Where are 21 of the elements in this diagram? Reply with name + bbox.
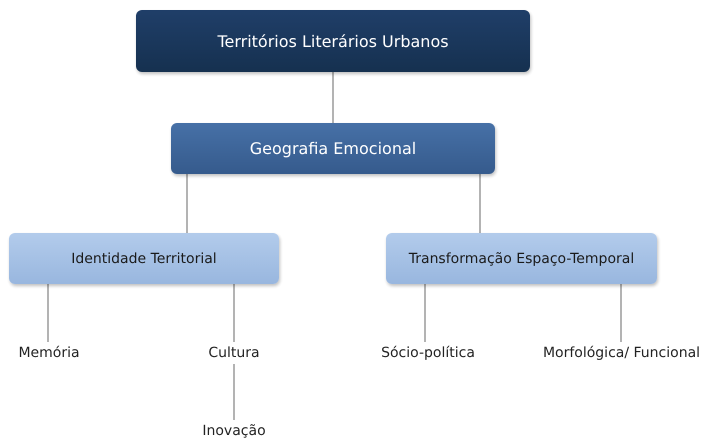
connector-line [479,174,481,233]
node-label: Memória [18,345,80,361]
node-label: Sócio-política [381,345,475,361]
node-label: Inovação [202,423,266,438]
node-label: Morfológica/ Funcional [542,345,700,361]
connector-line [233,364,235,420]
topic-box [386,233,657,284]
node-label: Identidade Territorial [71,250,217,266]
node-label: Territórios Literários Urbanos [217,32,449,50]
node-label: Transformação Espaço-Temporal [408,250,634,266]
connector-line [47,284,49,342]
connector-line [186,174,188,233]
topic-box [136,10,530,72]
topic-box [9,233,279,284]
connector-line [620,284,622,342]
connector-line [424,284,426,342]
node-label: Cultura [208,345,260,361]
connector-line [233,284,235,342]
topic-box [171,123,495,174]
node-label: Geografia Emocional [250,139,416,158]
connector-line [332,72,334,123]
